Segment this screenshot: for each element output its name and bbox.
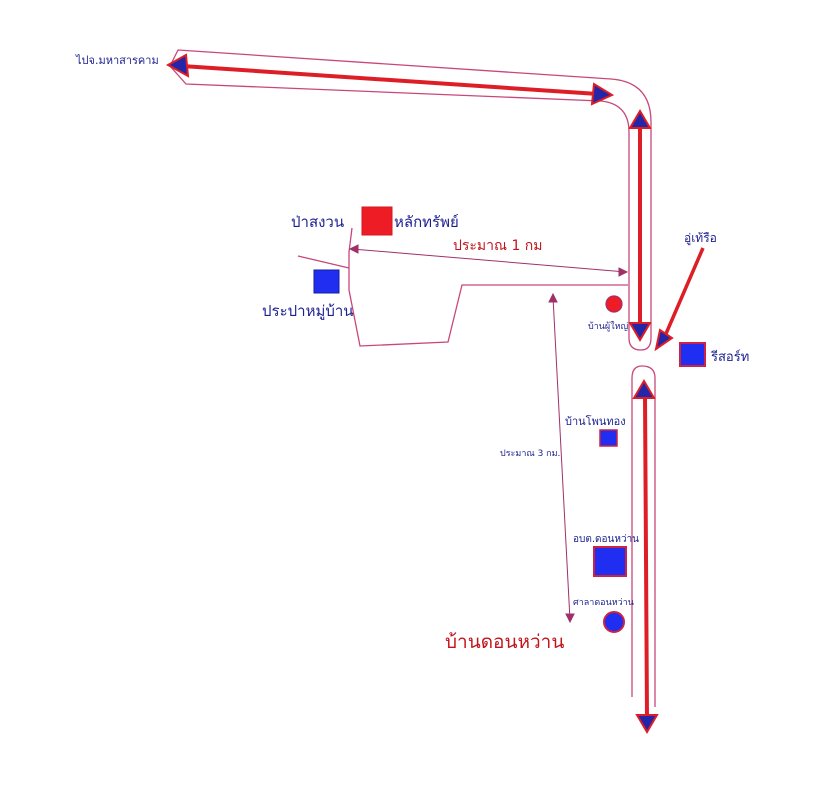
prapa-marker-icon xyxy=(313,269,340,294)
label-to-mahasarakham: ไปจ.มหาสารคาม xyxy=(75,54,159,67)
guide-1km xyxy=(351,248,627,273)
arrow-top-road-head-right xyxy=(590,82,615,106)
road-side-stub xyxy=(297,255,350,269)
markers xyxy=(313,206,706,633)
label-u-ruer: อู่เท้รือ xyxy=(684,231,717,246)
road-to-mahasarakham xyxy=(169,49,652,351)
resort-marker-icon xyxy=(679,342,706,367)
arrow-pointer-uruer xyxy=(663,247,705,337)
label-sala-don-wan: ศาลาดอนหว่าน xyxy=(573,598,634,608)
arrow-north-road-head-top xyxy=(628,109,652,129)
label-ban-phuyai: บ้านผู้ใหญ่ xyxy=(588,321,629,332)
labels: ไปจ.มหาสารคาม ป่าสงวน หลักทรัพย์ ประมาณ … xyxy=(75,54,749,653)
arrow-top-road-head-left xyxy=(165,53,190,78)
arrow-pointer-uruer-head xyxy=(654,328,674,352)
route-arrows xyxy=(165,53,705,734)
obt-marker-icon xyxy=(593,546,627,577)
roads xyxy=(169,49,656,707)
lak-sap-marker-icon xyxy=(361,206,393,236)
road-south xyxy=(631,365,656,707)
arrow-north-road-head-bottom xyxy=(628,322,652,342)
label-obt-don-wan: อบต.ดอนหว่าน xyxy=(573,534,639,545)
label-prapa-mooban: ประปาหมู่บ้าน xyxy=(262,302,354,320)
label-ban-don-wan: บ้านดอนหว่าน xyxy=(445,631,564,653)
guide-3km-head-bottom xyxy=(565,613,575,624)
label-approx-1km: ประมาณ 1 กม xyxy=(453,238,543,254)
arrow-south-road-head-bottom xyxy=(635,714,659,734)
guide-1km-head-right xyxy=(618,267,629,277)
arrow-top-road xyxy=(181,64,599,96)
label-approx-3km: ประมาณ 3 กม. xyxy=(500,449,560,459)
guide-3km-head-top xyxy=(548,292,558,303)
label-resort: รีสอร์ท xyxy=(710,349,749,365)
ban-phuyai-marker-icon xyxy=(605,295,623,313)
arrow-south-road-head-top xyxy=(632,379,656,399)
guide-3km xyxy=(552,296,571,621)
label-lak-sap: หลักทรัพย์ xyxy=(394,213,459,231)
ban-phon-thong-marker-icon xyxy=(599,429,618,447)
sala-marker-icon xyxy=(603,611,625,633)
distance-guides xyxy=(348,244,629,624)
label-ban-phon-thong: บ้านโพนทอง xyxy=(565,414,626,428)
guide-1km-head-left xyxy=(348,244,359,254)
road-side-branch xyxy=(348,227,628,347)
arrow-south-road xyxy=(643,394,649,719)
label-pa-songwan: ป่าสงวน xyxy=(291,213,344,231)
